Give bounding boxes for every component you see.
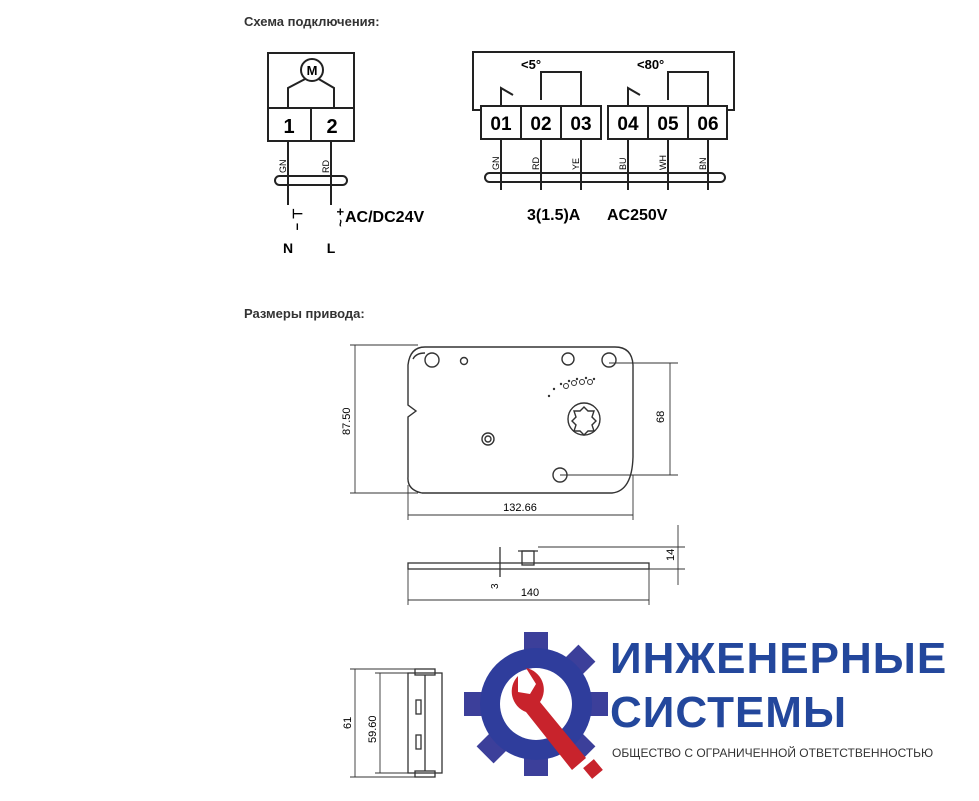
power-wire-gn: GN <box>278 160 288 174</box>
switch-wire-rd: RD <box>531 157 541 170</box>
switch-terminal-05: 05 <box>657 114 679 135</box>
dimension-length: 140 <box>521 587 539 599</box>
motor-symbol <box>300 58 324 82</box>
switch-wire-wh: WH <box>658 155 668 170</box>
switch-wiring-diagram: <5° <80° 01 02 03 04 05 06 GN RD YE BU W… <box>472 51 735 224</box>
company-logo: ИНЖЕНЕРНЫЕ СИСТЕМЫ ОБЩЕСТВО С ОГРАНИЧЕНН… <box>440 604 979 801</box>
logo-line1: ИНЖЕНЕРНЫЕ <box>610 634 948 683</box>
dimension-width: 132.66 <box>503 502 537 514</box>
logo-line2: СИСТЕМЫ <box>610 688 848 737</box>
switch-voltage-label: AC250V <box>607 207 668 224</box>
power-polarity-line: + ~ <box>333 208 348 227</box>
power-wiring-diagram: M 1 2 GN RD ⊥ − + ~ AC/DC24V N L <box>267 52 424 256</box>
dimension-base: 3 <box>490 583 501 589</box>
dimension-height: 87.50 <box>341 407 353 435</box>
actuator-end-outline <box>407 672 443 774</box>
power-terminal-2: 2 <box>326 116 337 138</box>
actuator-dimensions-drawing: 87.50 68 132.66 14 3 140 61 59.60 <box>341 344 685 778</box>
switch-wire-ye: YE <box>571 158 581 170</box>
switch-angle-5: <5° <box>521 57 541 72</box>
power-letter-n: N <box>283 240 293 256</box>
switch-terminal-01: 01 <box>490 114 512 135</box>
power-wire-rd: RD <box>321 160 331 173</box>
dimension-side-total: 61 <box>342 717 354 729</box>
switch-terminal-04: 04 <box>617 114 639 135</box>
switch-terminal-03: 03 <box>570 114 591 135</box>
actuator-side-outline <box>407 562 650 570</box>
power-letter-l: L <box>327 240 336 256</box>
switch-wire-bu: BU <box>618 157 628 170</box>
motor-label: M <box>307 63 318 78</box>
switch-angle-80: <80° <box>637 57 664 72</box>
power-terminal-1: 1 <box>283 116 294 138</box>
gear-wrench-icon <box>464 632 608 779</box>
power-voltage-label: AC/DC24V <box>345 209 424 226</box>
dimension-thickness: 14 <box>665 549 677 561</box>
switch-wire-bn: BN <box>698 157 708 170</box>
dimension-hole-spacing: 68 <box>655 411 667 423</box>
switch-wire-gn: GN <box>491 157 501 171</box>
switch-terminal-06: 06 <box>697 114 718 135</box>
wiring-section-title: Схема подключения: <box>244 14 380 29</box>
switch-terminal-02: 02 <box>530 114 551 135</box>
switch-current-label: 3(1.5)A <box>527 207 581 224</box>
actuator-top-outline <box>407 346 634 494</box>
power-polarity-neutral: ⊥ − <box>290 208 305 231</box>
logo-subtitle: ОБЩЕСТВО С ОГРАНИЧЕННОЙ ОТВЕТСТВЕННОСТЬЮ <box>612 746 934 760</box>
dimensions-section-title: Размеры привода: <box>244 306 365 321</box>
dimension-side-inner: 59.60 <box>367 715 379 743</box>
